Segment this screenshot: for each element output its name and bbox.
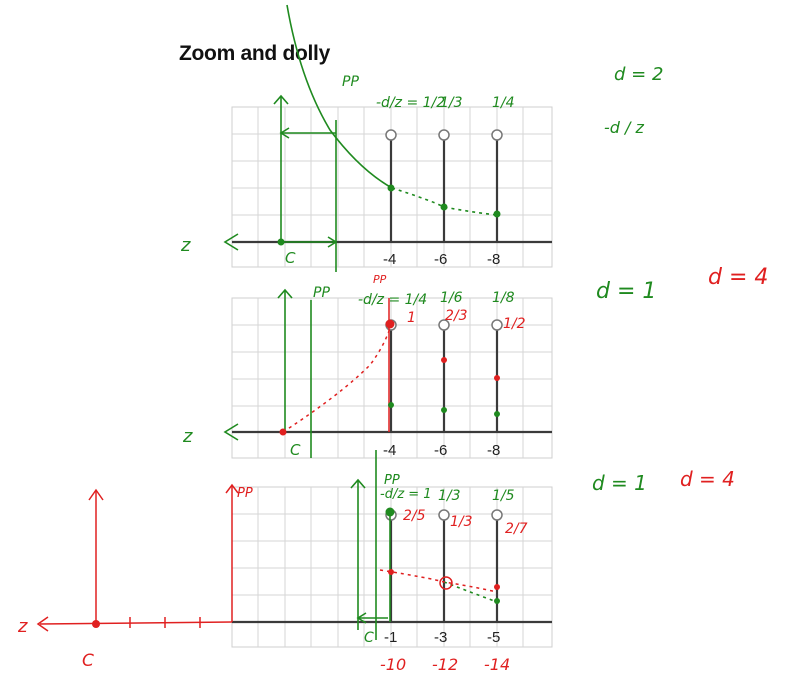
note-d-red: d = 4 — [680, 467, 735, 491]
tick-label: -4 — [383, 442, 396, 459]
red-ratio-label: 1/2 — [503, 316, 526, 332]
ratio-label: 1/3 — [440, 95, 463, 111]
projection-point — [494, 598, 500, 604]
projection-point — [494, 411, 500, 417]
note-d-red: d = 4 — [708, 265, 768, 290]
annotation-top-green — [223, 4, 498, 272]
stem-top-marker — [438, 319, 450, 331]
projection-point — [440, 203, 448, 211]
pp-label: PP — [384, 473, 400, 488]
projection-point-red — [441, 357, 447, 363]
red-ratio-label: 1 — [407, 310, 416, 326]
tick-label: -4 — [383, 251, 396, 268]
red-pp-label: PP — [237, 486, 253, 501]
tick-label: -1 — [384, 629, 397, 646]
origin-label: C — [290, 441, 301, 459]
panel-bottom: -1 -3 -5 z — [17, 450, 553, 674]
stem-top-marker — [491, 129, 503, 141]
camera-center-dot — [279, 428, 287, 436]
tick-label: -5 — [487, 629, 500, 646]
panel-middle: -4 -6 -8 z C PP -d/z = 1/4 1/6 1/8 PP 1 … — [182, 273, 553, 459]
projection-point — [441, 407, 447, 413]
ratio-label: 1/5 — [492, 488, 515, 504]
pp-label: PP — [313, 285, 330, 301]
z-axis-label: z — [180, 235, 191, 256]
projection-point-red — [494, 584, 500, 590]
panel-top: -4 -6 -8 z C PP -d/z = 1/2 1/3 1/4 — [180, 4, 553, 272]
annotation-middle-green — [223, 288, 312, 458]
red-ratio-label: 2/7 — [505, 521, 528, 537]
red-origin-label: C — [82, 651, 94, 671]
note-d-value: d = 2 — [614, 64, 663, 85]
ratio-label: -d/z = 1/4 — [358, 292, 427, 308]
ratio-label: 1/3 — [438, 488, 461, 504]
red-camera-center — [92, 620, 100, 628]
pp-label: PP — [342, 74, 359, 90]
projection-point — [385, 507, 395, 517]
ratio-label: 1/6 — [440, 290, 463, 306]
z-axis-label: z — [182, 426, 193, 447]
red-tick-label: -14 — [484, 655, 510, 674]
camera-center-dot — [277, 238, 285, 246]
stem-top-marker — [491, 319, 503, 331]
tick-label: -8 — [487, 251, 500, 268]
projection-point — [388, 402, 394, 408]
projection-point — [387, 184, 395, 192]
tick-label: -6 — [434, 251, 447, 268]
note-d-green: d = 1 — [596, 279, 656, 304]
ratio-label: -d/z = 1 — [380, 487, 432, 502]
stem-top-marker — [438, 509, 450, 521]
projection-point-red — [385, 319, 395, 329]
projection-point-red — [494, 375, 500, 381]
page-title: Zoom and dolly — [179, 42, 331, 65]
stem-top-marker — [385, 129, 397, 141]
ratio-label: 1/4 — [492, 95, 515, 111]
note-d-green: d = 1 — [592, 471, 647, 495]
side-notes: d = 2 -d / z d = 1 d = 4 d = 1 d = 4 — [592, 64, 768, 495]
red-ratio-label: 2/5 — [403, 508, 426, 524]
annotation-bottom-red — [36, 483, 498, 632]
note-ratio: -d / z — [604, 118, 644, 137]
red-z-axis-label: z — [17, 616, 28, 637]
red-pp-label: PP — [373, 273, 387, 286]
red-tick-label: -12 — [432, 655, 458, 674]
origin-label: C — [364, 630, 374, 646]
projection-point — [493, 210, 501, 218]
red-ratio-label: 2/3 — [445, 308, 468, 324]
red-tick-label: -10 — [380, 655, 406, 674]
annotation-bottom-green — [350, 450, 498, 640]
tick-label: -8 — [487, 442, 500, 459]
origin-label: C — [285, 249, 296, 267]
stem-top-marker — [491, 509, 503, 521]
ratio-label: -d/z = 1/2 — [376, 95, 445, 111]
stem-top-marker — [438, 129, 450, 141]
ratio-label: 1/8 — [492, 290, 515, 306]
red-ratio-label: 1/3 — [450, 514, 473, 530]
tick-label: -3 — [434, 629, 447, 646]
tick-label: -6 — [434, 442, 447, 459]
projection-point-red — [388, 569, 394, 575]
